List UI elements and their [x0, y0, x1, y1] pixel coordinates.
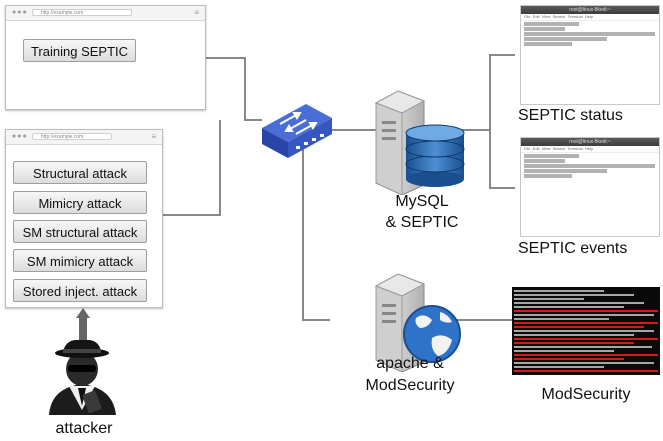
mysql-server-icon [374, 90, 465, 195]
browser-window-attacks: ●●● http://example.com ≡ Structural atta… [5, 129, 163, 308]
browser-window-training: ●●● http://example.com ≡ Training SEPTIC [5, 5, 206, 110]
attacker-label: attacker [55, 420, 113, 437]
mimicry-attack-button[interactable]: Mimicry attack [13, 191, 147, 214]
septic-label: & SEPTIC [385, 214, 459, 231]
apache-label: apache & [376, 355, 444, 372]
modsecurity-log-label: ModSecurity [541, 386, 631, 403]
window-controls-icon: ●●● [12, 133, 28, 140]
terminal-titlebar: root@linux-fikedi:~ [521, 138, 659, 146]
menu-icon[interactable]: ≡ [151, 132, 156, 141]
url-bar[interactable]: http://example.com [32, 9, 132, 16]
terminal-menu: File Edit View Search Terminal Help [521, 146, 659, 153]
log-lines [514, 290, 658, 372]
terminal-titlebar: root@linux-fikedi:~ [521, 6, 659, 14]
septic-status-label: SEPTIC status [518, 107, 623, 124]
stored-injection-attack-button[interactable]: Stored inject. attack [13, 279, 147, 302]
url-bar[interactable]: http://example.com [32, 133, 112, 140]
network-switch-icon [262, 104, 332, 158]
modsecurity-log-screen [512, 287, 660, 375]
modsecurity-server-label: ModSecurity [365, 377, 455, 394]
attacker-icon [49, 340, 116, 415]
structural-attack-button[interactable]: Structural attack [13, 161, 147, 184]
apache-server-icon [374, 273, 461, 372]
up-arrow-icon [76, 308, 90, 318]
window-controls-icon: ●●● [12, 9, 28, 16]
sm-mimicry-attack-button[interactable]: SM mimicry attack [13, 249, 147, 272]
training-septic-button[interactable]: Training SEPTIC [23, 39, 136, 62]
browser-toolbar: ●●● http://example.com ≡ [6, 130, 162, 145]
sm-structural-attack-button[interactable]: SM structural attack [13, 220, 147, 243]
septic-status-terminal: root@linux-fikedi:~ File Edit View Searc… [520, 5, 660, 105]
terminal-menu: File Edit View Search Terminal Help [521, 14, 659, 21]
septic-events-terminal: root@linux-fikedi:~ File Edit View Searc… [520, 137, 660, 237]
mysql-label: MySQL [395, 193, 449, 210]
septic-events-label: SEPTIC events [518, 240, 628, 257]
menu-icon[interactable]: ≡ [194, 8, 199, 17]
browser-toolbar: ●●● http://example.com ≡ [6, 6, 205, 21]
